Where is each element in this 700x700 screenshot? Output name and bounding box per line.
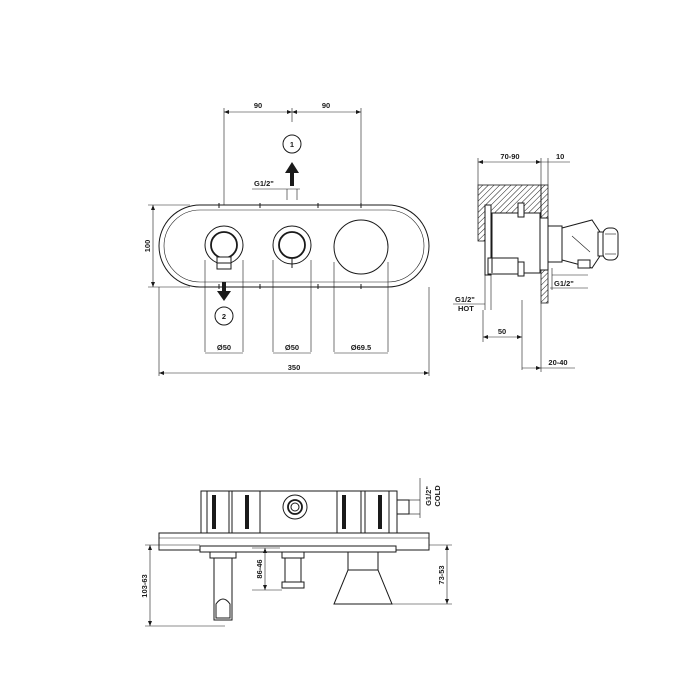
middle-outlet [281,551,305,589]
front-view: 90 90 1 G1/2" 100 [143,101,430,376]
dim-90-left-label: 90 [254,101,262,110]
cover-plate [158,203,430,289]
dimension-20-40: 20-40 [522,303,575,372]
dim-103-63-label: 103-63 [140,574,149,597]
thread-cold: G1/2" COLD [409,478,442,518]
dim-86-46-label: 86-46 [255,559,264,578]
thread-hot: G1/2" HOT [453,275,492,313]
thread-hot-line1: G1/2" [455,295,475,304]
dim-10-label: 10 [556,152,564,161]
dim-73-53-label: 73-53 [437,565,446,584]
outlet-2-marker: 2 [214,282,234,326]
top-body [200,490,410,534]
top-plate [158,532,430,553]
dim-100-label: 100 [143,240,152,253]
dimension-73-53: 73-53 [392,544,452,605]
dim-20-40-label: 20-40 [548,358,567,367]
dia-right-label: Ø69.5 [351,343,371,352]
thread-right-label: G1/2" [554,279,574,288]
dimension-86-46: 86-46 [252,547,282,591]
right-knob [333,219,389,275]
thread-cold-line1: G1/2" [424,486,433,506]
side-handle [561,219,619,269]
outlet-1-label: 1 [290,140,294,149]
thread-top-label: G1/2" [254,179,274,188]
valve-body [484,202,563,277]
right-knob-cone [333,551,393,605]
thread-right: G1/2" [550,259,591,290]
dim-50-label: 50 [498,327,506,336]
dimension-50: 50 [482,300,523,370]
side-view: 70-90 10 [453,152,619,372]
dimension-90-90: 90 90 [223,101,362,205]
dimension-103-63: 103-63 [140,544,225,627]
dim-90-right-label: 90 [322,101,330,110]
diameter-dimensions: Ø50 Ø50 Ø69.5 [204,260,389,354]
top-view: G1/2" COLD [140,478,452,627]
outlet-2-label: 2 [222,312,226,321]
thread-hot-line2: HOT [458,304,474,313]
thread-top: G1/2" [252,179,300,200]
middle-knob [272,225,312,268]
outlet-1-marker: 1 [282,134,302,186]
dimension-350: 350 [158,287,430,376]
dim-70-90-label: 70-90 [500,152,519,161]
dimension-70-90: 70-90 10 [477,152,570,185]
dia-left-label: Ø50 [217,343,231,352]
dim-350-label: 350 [288,363,301,372]
shower-holder [209,551,237,621]
dia-mid-label: Ø50 [285,343,299,352]
thread-cold-line2: COLD [433,485,442,507]
dimension-100: 100 [143,204,190,288]
left-knob [204,225,244,270]
